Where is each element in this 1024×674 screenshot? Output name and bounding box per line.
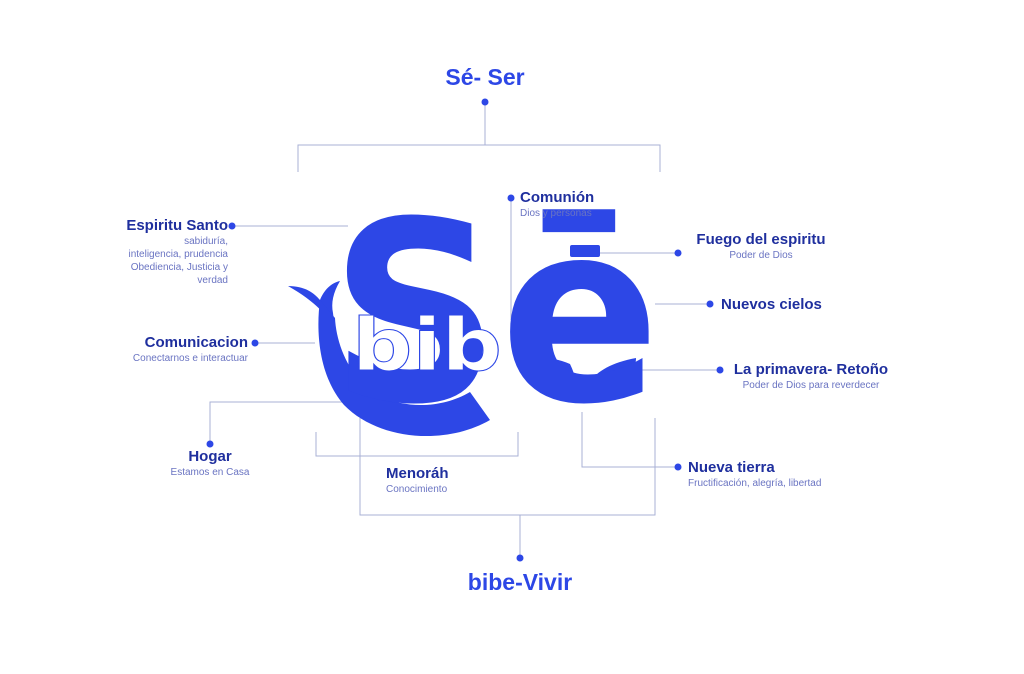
nuevos-cielos-title: Nuevos cielos (721, 296, 822, 313)
comunicacion-subtitle: Conectarnos e interactuar (132, 353, 248, 364)
primavera-dot (716, 366, 724, 374)
macron-bar-shape (570, 245, 600, 257)
fuego-dot (674, 249, 682, 257)
leaf-menorah-shape (528, 357, 582, 394)
hogar-subtitle: Estamos en Casa (170, 467, 250, 478)
hogar-node: Hogar Estamos en Casa (150, 448, 270, 479)
fuego-title: Fuego del espiritu (696, 231, 826, 248)
hogar-dot (206, 440, 214, 448)
logo-b-outer-shape (318, 300, 490, 437)
logo-big-letters: Sē (330, 168, 660, 459)
logo-inner-word: bib (352, 303, 502, 387)
comunion-subtitle: Dios y personas (520, 208, 592, 219)
primavera-subtitle: Poder de Dios para reverdecer (742, 380, 880, 391)
comunion-node: Comunión Dios y personas (520, 189, 594, 220)
hogar-title: Hogar (188, 448, 232, 465)
espiritu-dot (228, 222, 236, 230)
nueva-tierra-connector (581, 412, 678, 468)
fuego-subtitle: Poder de Dios (729, 250, 793, 261)
nuevos-cielos-dot (706, 300, 714, 308)
menorah-node: Menoráh Conocimiento (386, 465, 449, 496)
fuego-node: Fuego del espiritu Poder de Dios (686, 231, 836, 262)
comunicacion-title: Comunicacion (144, 334, 248, 351)
bottom-title: bibe-Vivir (467, 569, 573, 595)
espiritu-santo-subtitle: sabiduría, inteligencia, prudencia Obedi… (128, 236, 228, 286)
flame-swoosh-shape (288, 281, 340, 330)
menorah-title: Menoráh (386, 465, 449, 482)
top-bracket-line (297, 144, 661, 172)
top-title: Sé- Ser (445, 64, 525, 90)
nueva-tierra-node: Nueva tierra Fructificación, alegría, li… (688, 459, 821, 490)
bottom-title-dot (516, 554, 524, 562)
espiritu-santo-title: Espiritu Santo (126, 217, 228, 234)
hogar-connector (209, 388, 411, 444)
comunicacion-dot (251, 339, 259, 347)
espiritu-santo-node: Espiritu Santo sabiduría, inteligencia, … (80, 217, 228, 287)
leaf-right-shape (585, 358, 636, 394)
primavera-title: La primavera- Retoño (733, 361, 889, 378)
nueva-tierra-title: Nueva tierra (688, 459, 775, 476)
comunicacion-node: Comunicacion Conectarnos e interactuar (100, 334, 248, 365)
nuevos-cielos-node: Nuevos cielos (721, 296, 822, 314)
comunion-title: Comunión (520, 189, 595, 206)
nueva-tierra-subtitle: Fructificación, alegría, libertad (688, 478, 822, 489)
menorah-bracket-line (315, 432, 519, 457)
primavera-node: La primavera- Retoño Poder de Dios para … (716, 361, 906, 392)
top-title-dot (481, 98, 489, 106)
menorah-subtitle: Conocimiento (386, 484, 448, 495)
comunion-dot (507, 194, 515, 202)
nueva-tierra-dot (674, 463, 682, 471)
